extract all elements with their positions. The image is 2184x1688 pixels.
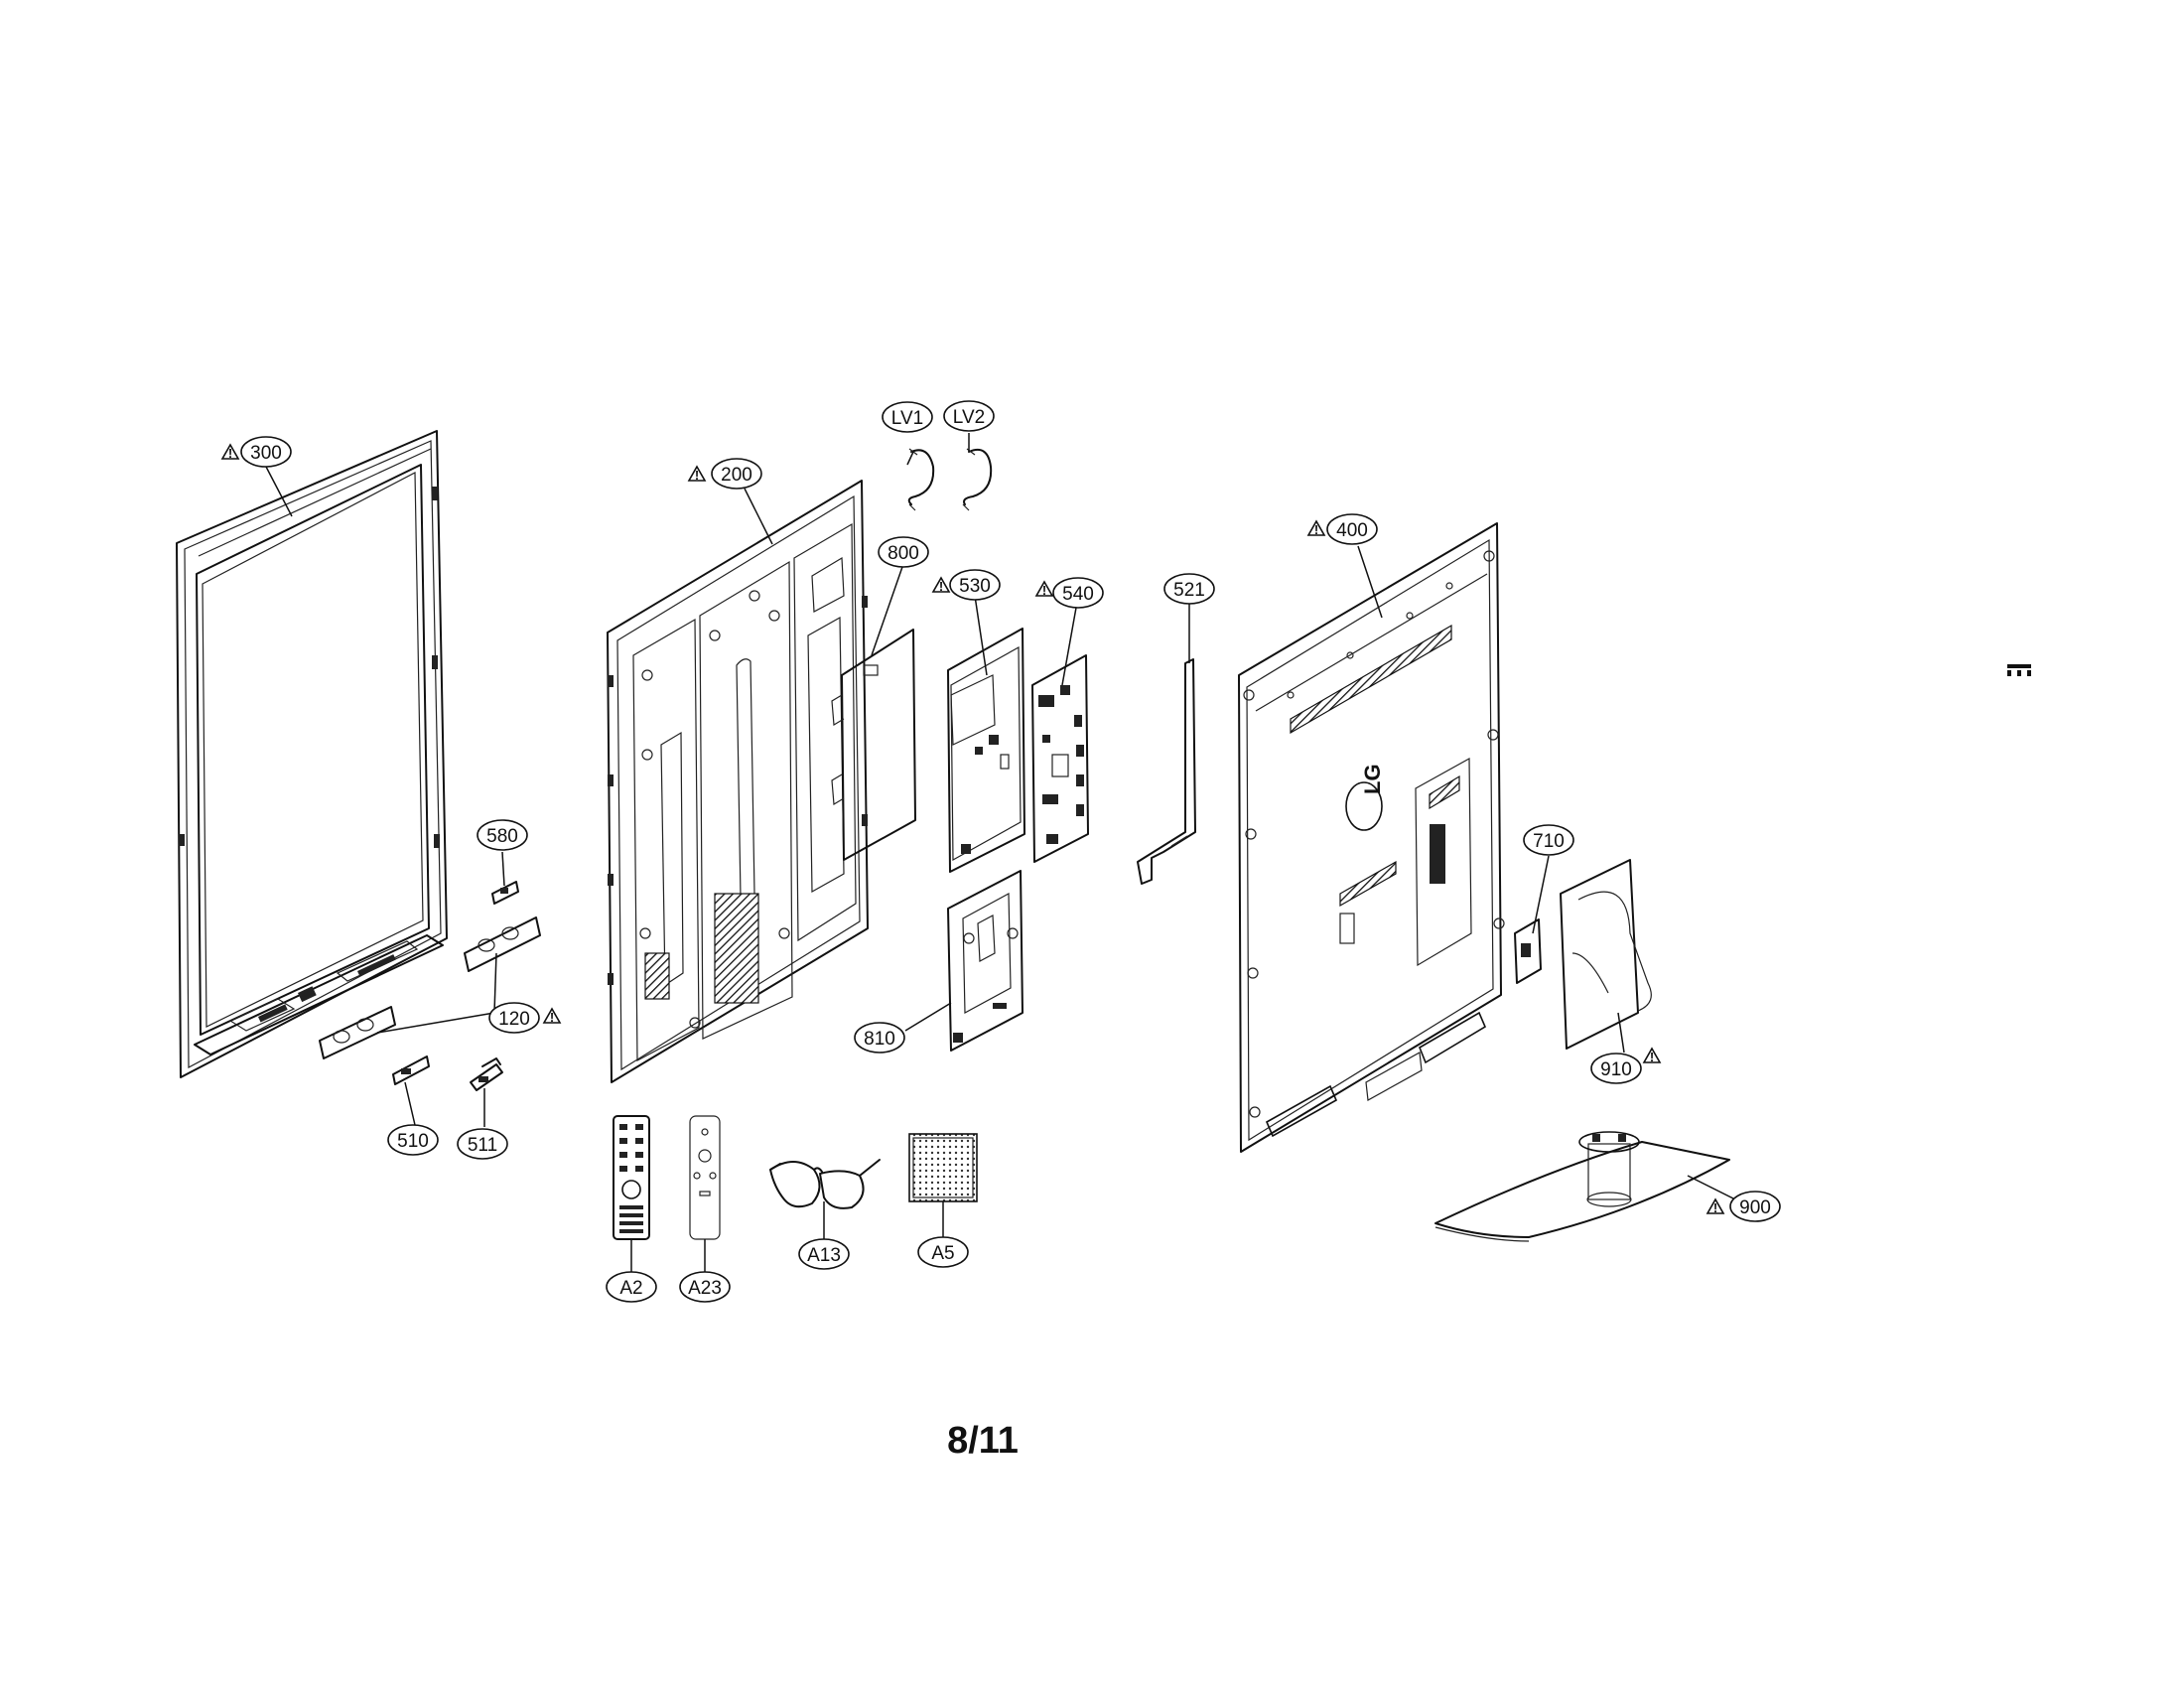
- callout-400[interactable]: 400: [1326, 513, 1378, 545]
- caution-910: !: [1642, 1047, 1662, 1064]
- caution-300-symbol: !: [228, 446, 232, 461]
- callout-521-label: 521: [1173, 580, 1205, 601]
- callout-910[interactable]: 910: [1590, 1053, 1642, 1084]
- callout-800-label: 800: [887, 543, 919, 564]
- ir-board-part: [1137, 658, 1196, 885]
- callout-300[interactable]: 300: [240, 436, 292, 468]
- callout-580[interactable]: 580: [477, 819, 528, 851]
- callout-a23-label: A23: [688, 1278, 722, 1299]
- callout-540-label: 540: [1062, 584, 1094, 605]
- callout-511-label: 511: [468, 1135, 497, 1156]
- callout-710[interactable]: 710: [1523, 824, 1574, 856]
- caution-120: !: [542, 1007, 562, 1025]
- small-board-580-part: [491, 881, 519, 905]
- 3d-glasses-part: [769, 1159, 881, 1209]
- speaker-lower-part: [319, 1006, 396, 1059]
- lvds-cable-lv1-part: [907, 448, 935, 511]
- power-board-part: [947, 628, 1025, 873]
- lvds-cable-lv2-part: [962, 448, 993, 511]
- callout-a5[interactable]: A5: [917, 1236, 969, 1268]
- callout-580-label: 580: [486, 826, 518, 847]
- callout-530-label: 530: [959, 576, 991, 597]
- key-board-510-part: [392, 1055, 430, 1085]
- caution-200: !: [687, 465, 707, 483]
- callout-510[interactable]: 510: [387, 1124, 439, 1156]
- callout-a2[interactable]: A2: [606, 1271, 657, 1303]
- callout-400-label: 400: [1336, 520, 1368, 541]
- board-511-part: [470, 1057, 503, 1091]
- caution-530: !: [931, 576, 951, 594]
- magic-remote-part: [689, 1115, 721, 1240]
- logo-text: LG: [1360, 764, 1385, 794]
- caution-400-symbol: !: [1314, 522, 1318, 537]
- caution-540-symbol: !: [1042, 583, 1046, 598]
- callout-a23[interactable]: A23: [679, 1271, 731, 1303]
- callout-200-label: 200: [721, 465, 752, 486]
- callout-lv1-label: LV1: [891, 408, 923, 429]
- caution-900: !: [1706, 1197, 1725, 1215]
- callout-511[interactable]: 511: [457, 1128, 508, 1160]
- callout-a13-label: A13: [807, 1245, 841, 1266]
- callout-a2-label: A2: [619, 1278, 642, 1299]
- cleaning-cloth-part: [908, 1133, 978, 1202]
- callout-a5-label: A5: [931, 1243, 954, 1264]
- caution-300: !: [220, 443, 240, 461]
- main-bracket-part: [947, 870, 1024, 1052]
- stand-neck-part: [1560, 859, 1652, 1050]
- back-cover-part: LG: [1238, 522, 1505, 1153]
- speaker-upper-part: [464, 916, 541, 972]
- callout-800[interactable]: 800: [878, 536, 929, 568]
- callout-530[interactable]: 530: [949, 569, 1001, 601]
- callout-810[interactable]: 810: [854, 1022, 905, 1054]
- caution-530-symbol: !: [939, 579, 943, 594]
- caution-910-symbol: !: [1650, 1050, 1654, 1064]
- callout-910-label: 910: [1600, 1059, 1632, 1080]
- leader-lines: [265, 433, 1740, 1272]
- caution-400: !: [1306, 519, 1326, 537]
- callout-900[interactable]: 900: [1729, 1191, 1781, 1222]
- callout-lv2[interactable]: LV2: [943, 400, 995, 432]
- callout-300-label: 300: [250, 443, 282, 464]
- rear-frame-part: [607, 480, 869, 1083]
- caution-120-symbol: !: [550, 1010, 554, 1025]
- callout-200[interactable]: 200: [711, 458, 762, 490]
- caution-540: !: [1034, 580, 1054, 598]
- callout-521[interactable]: 521: [1163, 573, 1215, 605]
- callout-540[interactable]: 540: [1052, 577, 1104, 609]
- callout-lv2-label: LV2: [953, 407, 985, 428]
- page-number: 8/11: [947, 1420, 1019, 1462]
- cover-710-part: [1514, 918, 1542, 984]
- remote-control-part: [613, 1115, 650, 1240]
- callout-510-label: 510: [397, 1131, 429, 1152]
- caution-900-symbol: !: [1713, 1200, 1717, 1215]
- main-board-part: [1031, 654, 1089, 863]
- front-bezel-part: [176, 430, 448, 1078]
- callout-lv1[interactable]: LV1: [882, 401, 933, 433]
- stand-base-part: [1434, 1131, 1730, 1242]
- callout-900-label: 900: [1739, 1197, 1771, 1218]
- shield-plate-part: [831, 629, 916, 861]
- callout-810-label: 810: [864, 1029, 895, 1050]
- registration-mark: [2007, 664, 2031, 676]
- callout-120-label: 120: [498, 1009, 530, 1030]
- callout-a13[interactable]: A13: [798, 1238, 850, 1270]
- callout-120[interactable]: 120: [488, 1002, 540, 1034]
- callout-710-label: 710: [1533, 831, 1565, 852]
- caution-200-symbol: !: [695, 468, 699, 483]
